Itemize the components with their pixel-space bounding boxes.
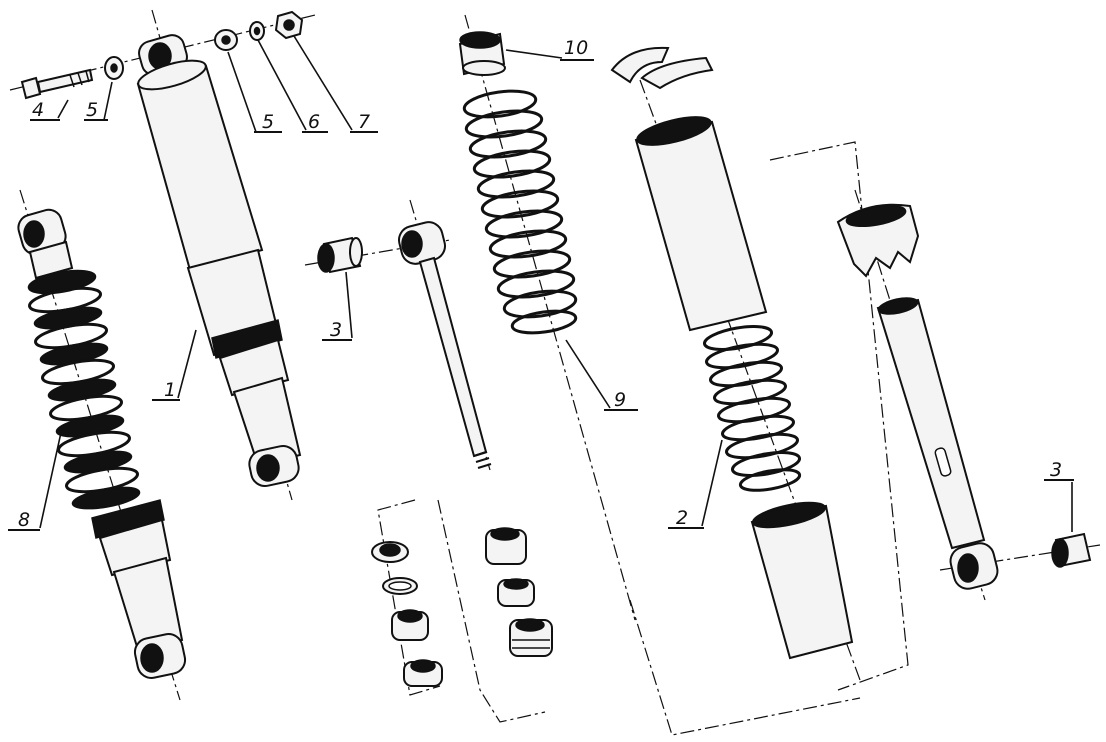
callout-10: 10 <box>564 37 588 59</box>
damper-rod <box>398 221 492 469</box>
lower-damper-body <box>876 297 999 590</box>
callout-leaders <box>8 35 1074 532</box>
bushing-3-left <box>317 236 363 274</box>
bump-stop-10 <box>458 31 506 76</box>
spring-seat-1 <box>211 319 283 359</box>
bushing-f <box>509 618 553 657</box>
lower-eye <box>949 542 999 590</box>
inner-spring-2 <box>702 325 802 492</box>
top-eye-8 <box>17 208 67 256</box>
damper-tube-8 <box>112 556 184 652</box>
washer-5-right <box>214 29 238 51</box>
callout-labels: 4 5 5 6 7 1 8 3 9 10 2 3 <box>18 37 1062 531</box>
spring-seat-8 <box>91 499 165 539</box>
rod-eye <box>398 221 446 265</box>
nut-7 <box>274 10 304 40</box>
rubber-bushings-group <box>371 499 553 723</box>
callout-9: 9 <box>614 389 626 411</box>
callout-1: 1 <box>164 379 176 401</box>
lower-cover-2 <box>750 504 854 660</box>
adjuster-seat <box>836 203 920 278</box>
bushing-b <box>391 609 429 641</box>
spring-retainer-halves <box>610 46 714 90</box>
bottom-eye-8 <box>133 633 187 679</box>
washer-5-left <box>104 56 124 80</box>
callout-5-right: 5 <box>262 111 274 133</box>
callout-2: 2 <box>676 507 688 529</box>
bolt-4 <box>20 68 94 100</box>
coil-spring-9 <box>462 89 578 335</box>
bushing-c <box>403 659 443 687</box>
upper-mount-8 <box>28 240 74 280</box>
damper-tube-1 <box>232 376 302 467</box>
callout-6: 6 <box>308 111 320 133</box>
bushing-e <box>497 578 535 607</box>
spring-washer-6 <box>249 21 265 41</box>
bottom-eye-1 <box>248 445 300 487</box>
shock-absorber-with-spring-8 <box>17 208 187 679</box>
shock-cover-assembly-2 <box>629 116 909 736</box>
rod-thread <box>473 451 492 469</box>
callout-5-left: 5 <box>86 99 98 121</box>
shock-absorber-assembly-1 <box>136 34 302 487</box>
washer-a <box>382 577 418 595</box>
callout-4: 4 <box>32 99 44 121</box>
callout-3-left: 3 <box>330 319 342 341</box>
upper-cover-2 <box>634 120 768 332</box>
bushing-d <box>485 527 527 565</box>
callout-7: 7 <box>358 111 370 133</box>
bushing-a <box>371 541 409 563</box>
callout-3-right: 3 <box>1050 459 1062 481</box>
rod-shaft <box>418 256 488 458</box>
hardware-set <box>20 10 304 100</box>
callout-8: 8 <box>18 509 30 531</box>
bushing-3-right <box>1051 532 1092 568</box>
spring-coils-8 <box>27 269 141 510</box>
